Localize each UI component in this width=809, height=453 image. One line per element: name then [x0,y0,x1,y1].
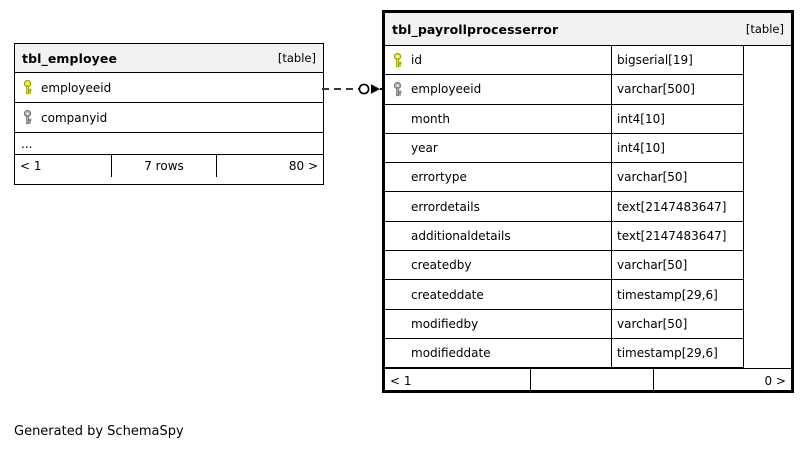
column-type-cell: varchar[50] [611,251,749,280]
column-extra-cell [749,133,791,163]
table-row[interactable]: additionaldetails text[2147483647] [385,221,791,252]
column-extra-cell [749,338,791,368]
table-title: tbl_payrollprocesserror [392,21,559,37]
column-label: month [411,111,450,126]
table-row[interactable]: modifiedby varchar[50] [385,309,791,339]
column-type-cell: int4[10] [611,104,749,133]
column-label: modifiedby [411,316,479,331]
column-name-cell: errordetails [385,192,611,220]
table-header: tbl_employee [table] [15,44,323,73]
column-type-cell: text[2147483647] [611,192,749,221]
column-label: errortype [411,170,467,185]
table-footer: < 1 7 rows 80 > [15,155,323,177]
table-row[interactable]: modifieddate timestamp[29,6] [385,338,791,369]
column-name-cell: employeeid [385,75,611,103]
column-label: employeeid [41,80,112,95]
column-type-cell: timestamp[29,6] [611,338,749,368]
row-count-label: 7 rows [111,155,216,177]
column-name-cell: modifieddate [385,339,611,367]
table-row[interactable]: errortype varchar[50] [385,163,791,193]
column-label: modifieddate [411,346,491,361]
next-page-button[interactable]: 0 > [653,369,791,394]
ellipsis-label: ... [21,136,33,151]
table-row[interactable]: errordetails text[2147483647] [385,192,791,222]
column-type-cell: varchar[50] [611,163,749,192]
primary-key-icon [392,52,411,68]
table-header: tbl_payrollprocesserror [table] [385,13,791,46]
column-type-cell: timestamp[29,6] [611,280,749,309]
column-label: companyid [41,110,108,125]
column-name-cell: createddate [385,280,611,308]
column-name-cell: errortype [385,163,611,191]
relationship-connector[interactable] [322,76,386,102]
prev-page-button[interactable]: < 1 [20,159,42,173]
column-name-cell: id [385,46,611,74]
column-extra-cell [749,192,791,221]
column-label: createdby [411,258,472,273]
column-extra-cell [749,221,791,251]
column-extra-cell [749,104,791,133]
foreign-key-icon [392,81,411,97]
more-columns-indicator: ... [15,133,323,155]
table-tbl-payrollprocesserror[interactable]: tbl_payrollprocesserror [table] [382,10,794,394]
table-tbl-employee[interactable]: tbl_employee [table] employeeid [14,43,324,185]
column-type-cell: varchar[500] [611,75,749,104]
table-columns: employeeid companyid [15,73,323,155]
column-name-cell: companyid [15,103,323,132]
column-type-cell: int4[10] [611,133,749,163]
column-extra-cell [749,163,791,192]
table-type-tag: [table] [745,22,784,36]
foreign-key-icon [22,110,41,125]
column-extra-cell [749,280,791,309]
table-title: tbl_employee [22,50,118,66]
column-name-cell: additionaldetails [385,222,611,250]
column-name-cell: createdby [385,251,611,279]
column-name-cell: year [385,134,611,162]
table-row[interactable]: id bigserial[19] [385,46,791,76]
prev-page-button[interactable]: < 1 [390,374,412,389]
table-row[interactable]: employeeid [15,73,323,103]
table-type-tag: [table] [277,51,316,65]
column-type-cell: text[2147483647] [611,221,749,251]
table-row[interactable]: createdby varchar[50] [385,251,791,281]
column-name-cell: modifiedby [385,310,611,338]
column-name-cell: month [385,105,611,133]
column-label: additionaldetails [411,228,511,243]
table-row[interactable]: month int4[10] [385,104,791,134]
column-name-cell: employeeid [15,73,323,102]
column-label: createddate [411,287,484,302]
column-label: errordetails [411,199,480,214]
column-extra-cell [749,309,791,338]
next-page-button[interactable]: 80 > [216,155,323,177]
table-row[interactable]: employeeid varchar[500] [385,75,791,105]
row-count-label [530,369,653,394]
table-columns: id bigserial[19] [385,46,791,369]
column-label: year [411,141,438,156]
column-label: id [411,53,422,68]
column-type-cell: bigserial[19] [611,46,749,75]
table-row[interactable]: createddate timestamp[29,6] [385,280,791,310]
generated-by-caption: Generated by SchemaSpy [14,424,184,439]
table-footer: < 1 0 > [385,368,791,394]
primary-key-icon [22,80,41,95]
column-label: employeeid [411,82,482,97]
table-row[interactable]: year int4[10] [385,133,791,164]
column-type-cell: varchar[50] [611,309,749,338]
table-row[interactable]: companyid [15,103,323,133]
column-extra-cell [749,46,791,75]
column-extra-cell [749,75,791,104]
column-extra-cell [749,251,791,280]
